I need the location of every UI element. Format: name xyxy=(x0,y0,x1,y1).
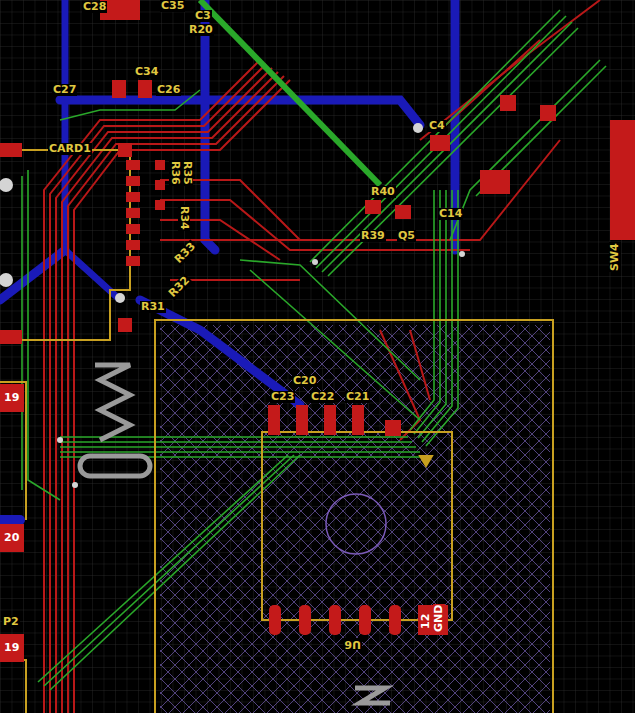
part-label: 19 xyxy=(3,392,20,404)
part-label: C34 xyxy=(134,66,159,78)
part-label: R40 xyxy=(370,186,396,198)
silkscreen-outlines xyxy=(0,150,553,713)
part-label: 12 xyxy=(420,613,432,630)
part-label: C22 xyxy=(310,391,335,403)
part-label: U6 xyxy=(343,638,362,650)
part-label: C20 xyxy=(292,375,317,387)
connector-outline xyxy=(80,365,390,703)
part-label: R39 xyxy=(360,230,386,242)
part-label: C21 xyxy=(345,391,370,403)
part-label: C14 xyxy=(438,208,463,220)
part-label: C4 xyxy=(428,120,446,132)
part-label: P2 xyxy=(2,616,20,628)
vias xyxy=(0,123,465,488)
part-label: R35 xyxy=(181,160,193,186)
part-label: C27 xyxy=(52,84,77,96)
inner-traces xyxy=(22,0,606,690)
part-label: Q5 xyxy=(397,230,416,242)
top-traces xyxy=(44,0,600,713)
part-label: R34 xyxy=(178,205,190,231)
part-label: 20 xyxy=(3,532,20,544)
part-label: R31 xyxy=(140,301,166,313)
part-label: R20 xyxy=(188,24,214,36)
part-label: C26 xyxy=(156,84,181,96)
part-label: C35 xyxy=(160,0,185,12)
part-label: R36 xyxy=(169,160,181,186)
part-label: SW4 xyxy=(609,242,621,272)
part-label: 19 xyxy=(3,642,20,654)
mount-hole xyxy=(326,494,386,554)
pads xyxy=(0,0,635,662)
part-label: C23 xyxy=(270,391,295,403)
part-label: GND xyxy=(433,604,445,633)
part-label: CARD1 xyxy=(48,143,92,155)
part-label: C3 xyxy=(194,10,212,22)
part-label: C28 xyxy=(82,1,107,13)
